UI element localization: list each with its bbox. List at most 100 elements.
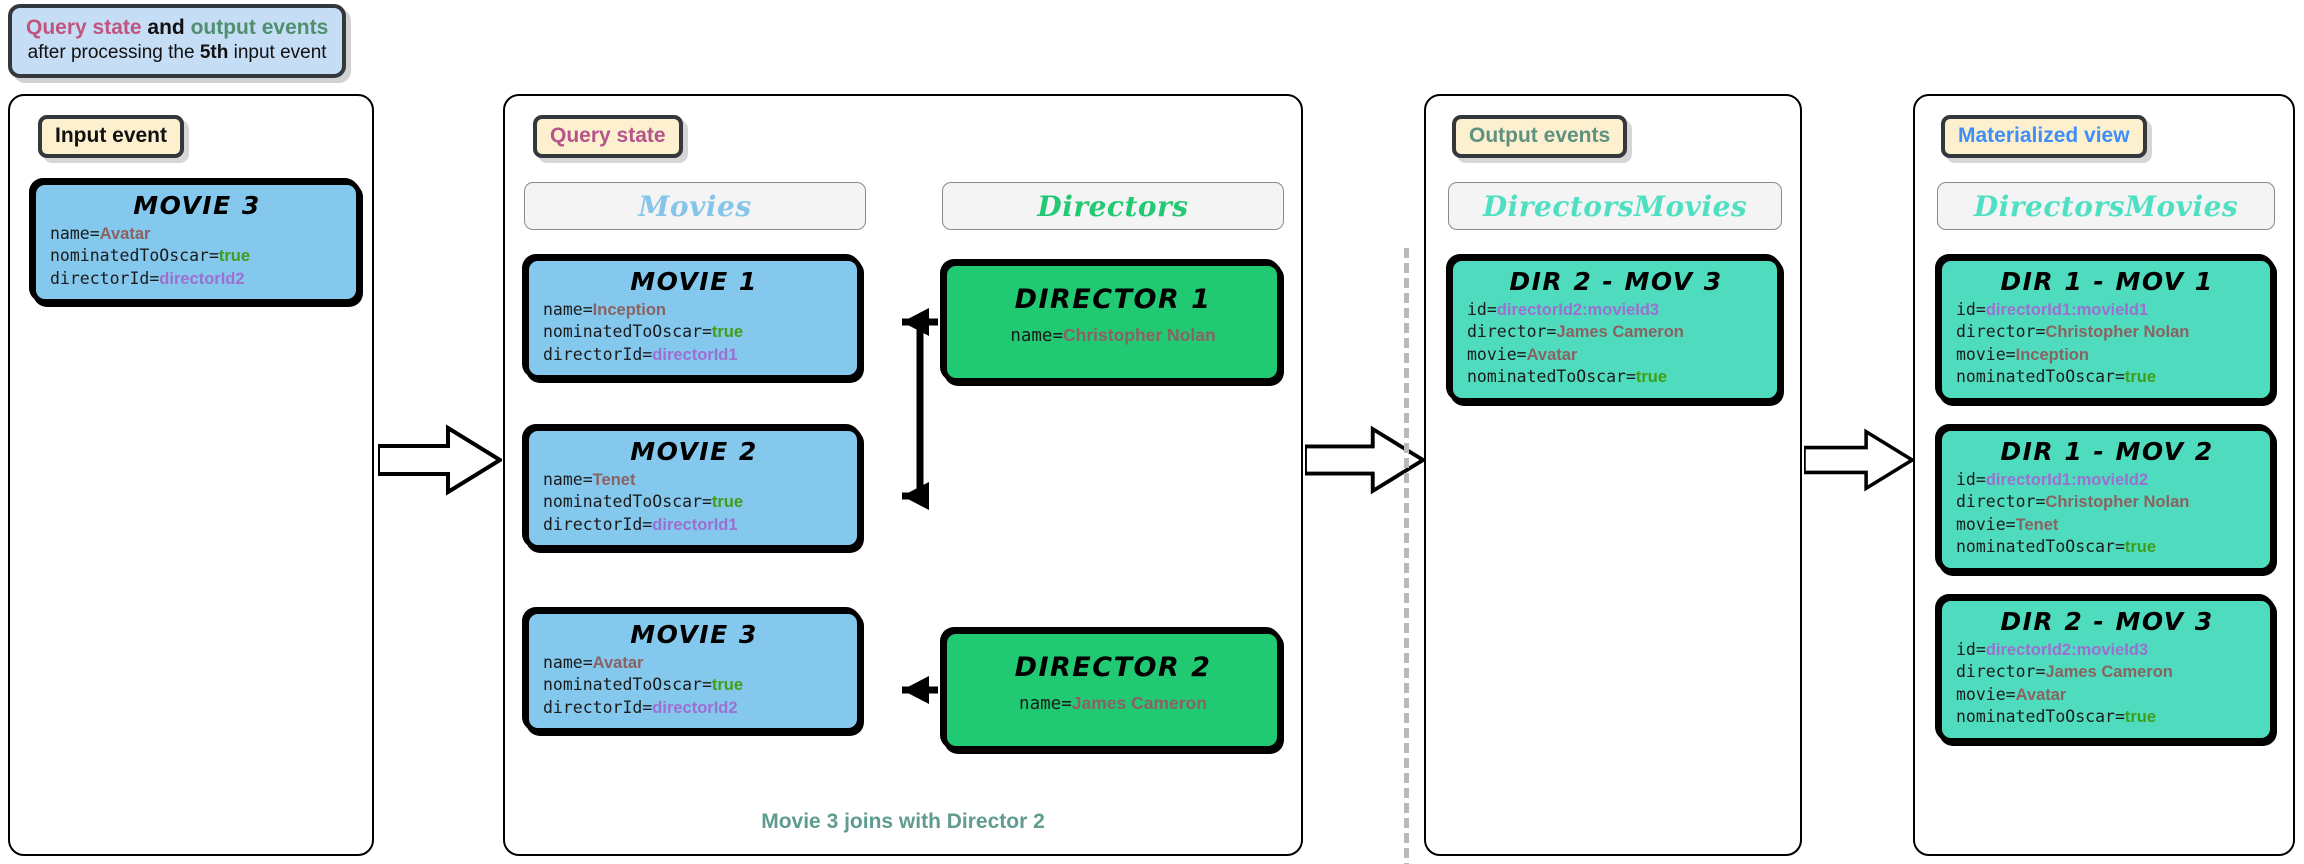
card-attribute-row: movie=Tenet xyxy=(1956,514,2258,537)
card-input-movie-3[interactable]: Movie 3 name=AvatarnominatedToOscar=true… xyxy=(31,180,361,305)
attribute-key: name= xyxy=(543,469,593,489)
arrow-output-to-matview xyxy=(1804,428,1914,492)
card-attributes: name=Christopher Nolan xyxy=(961,324,1265,349)
caption-line2-post: input event xyxy=(228,42,327,64)
card-title: Director 2 xyxy=(1014,652,1212,683)
card-attribute-row: name=Inception xyxy=(543,299,845,322)
card-attribute-row: name=Christopher Nolan xyxy=(961,324,1265,349)
attribute-value: true xyxy=(711,323,744,342)
card-attribute-row: director=Christopher Nolan xyxy=(1956,491,2258,514)
attribute-value: directorId1 xyxy=(652,345,738,364)
attribute-key: directorId= xyxy=(543,514,653,534)
card-attribute-row: nominatedToOscar=true xyxy=(1956,366,2258,389)
card-attribute-row: name=James Cameron xyxy=(961,692,1265,717)
caption-line2-pre: after processing the xyxy=(27,42,200,64)
attribute-key: nominatedToOscar= xyxy=(543,322,712,342)
card-attribute-row: director=James Cameron xyxy=(1467,321,1765,344)
attribute-value: directorId2 xyxy=(159,269,245,288)
attribute-key: movie= xyxy=(1956,684,2016,704)
attribute-value: true xyxy=(2124,708,2157,727)
card-dir1-mov2[interactable]: Dir 1 - Mov 2 id=directorId1:movieId2dir… xyxy=(1937,426,2275,573)
attribute-key: id= xyxy=(1467,299,1497,319)
card-attribute-row: directorId=directorId1 xyxy=(543,514,845,537)
badge-query-state: Query state xyxy=(533,115,683,158)
card-movie-3[interactable]: Movie 3 name=AvatarnominatedToOscar=true… xyxy=(524,609,862,734)
attribute-value: James Cameron xyxy=(1556,323,1684,342)
card-attribute-row: nominatedToOscar=true xyxy=(543,674,845,697)
arrow-input-to-query xyxy=(378,424,502,496)
card-title: Dir 2 - Mov 3 xyxy=(1509,267,1723,296)
attribute-value: true xyxy=(711,676,744,695)
card-attribute-row: id=directorId2:movieId3 xyxy=(1467,299,1765,322)
attribute-value: true xyxy=(2124,538,2157,557)
attribute-value: directorId1:movieId2 xyxy=(1985,470,2149,489)
attribute-key: nominatedToOscar= xyxy=(1956,537,2125,557)
caption-query-state: Query state xyxy=(26,16,142,39)
attribute-value: Tenet xyxy=(2015,515,2059,534)
attribute-value: Inception xyxy=(592,300,667,319)
caption-and: and xyxy=(141,16,191,39)
card-attribute-row: directorId=directorId2 xyxy=(50,268,344,291)
card-attribute-row: name=Avatar xyxy=(50,223,344,246)
card-attribute-row: nominatedToOscar=true xyxy=(1467,366,1765,389)
attribute-value: Inception xyxy=(2015,345,2089,364)
attribute-value: James Cameron xyxy=(2045,663,2173,682)
card-attribute-row: id=directorId2:movieId3 xyxy=(1956,639,2258,662)
card-dir2-mov3-output[interactable]: Dir 2 - Mov 3 id=directorId2:movieId3dir… xyxy=(1448,256,1782,403)
card-title: Movie 3 xyxy=(133,191,261,220)
panel-output-events: Output events DirectorsMovies Dir 2 - Mo… xyxy=(1424,94,1802,856)
attribute-key: nominatedToOscar= xyxy=(50,246,219,266)
card-attributes: name=James Cameron xyxy=(961,692,1265,717)
card-attribute-row: director=James Cameron xyxy=(1956,661,2258,684)
panel-query-state: Query state Movies Directors Movie 1 nam… xyxy=(503,94,1409,864)
attribute-key: directorId= xyxy=(543,344,653,364)
card-movie-2[interactable]: Movie 2 name=TenetnominatedToOscar=trued… xyxy=(524,426,862,551)
attribute-key: movie= xyxy=(1956,514,2016,534)
arrow-query-to-output xyxy=(1305,425,1425,495)
attribute-value: Avatar xyxy=(1526,345,1578,364)
card-attribute-row: id=directorId1:movieId2 xyxy=(1956,469,2258,492)
card-director-2[interactable]: Director 2 name=James Cameron xyxy=(942,629,1282,751)
attribute-key: nominatedToOscar= xyxy=(1956,707,2125,727)
attribute-key: nominatedToOscar= xyxy=(543,492,712,512)
card-title: Movie 2 xyxy=(630,437,758,466)
attribute-value: Avatar xyxy=(2015,685,2067,704)
attribute-key: nominatedToOscar= xyxy=(1467,367,1636,387)
attribute-value: directorId1 xyxy=(652,515,738,534)
attribute-key: nominatedToOscar= xyxy=(1956,367,2125,387)
attribute-key: id= xyxy=(1956,639,1986,659)
attribute-key: director= xyxy=(1956,322,2046,342)
card-attribute-row: movie=Avatar xyxy=(1467,344,1765,367)
card-title: Movie 3 xyxy=(630,620,758,649)
card-title: Dir 2 - Mov 3 xyxy=(2000,607,2214,636)
card-dir2-mov3-matview[interactable]: Dir 2 - Mov 3 id=directorId2:movieId3dir… xyxy=(1937,596,2275,743)
attribute-value: true xyxy=(2124,368,2157,387)
card-title: Director 1 xyxy=(1014,284,1212,315)
card-title: Movie 1 xyxy=(630,267,758,296)
attribute-value: directorId1:movieId1 xyxy=(1985,300,2149,319)
table-header-directors: Directors xyxy=(942,182,1284,230)
card-title: Dir 1 - Mov 1 xyxy=(2000,267,2214,296)
attribute-key: id= xyxy=(1956,299,1986,319)
card-attribute-row: nominatedToOscar=true xyxy=(543,321,845,344)
card-attribute-row: id=directorId1:movieId1 xyxy=(1956,299,2258,322)
caption-line-1: Query state and output events xyxy=(26,15,328,41)
attribute-key: movie= xyxy=(1956,344,2016,364)
card-attribute-row: directorId=directorId1 xyxy=(543,344,845,367)
card-attribute-row: name=Tenet xyxy=(543,469,845,492)
card-director-1[interactable]: Director 1 name=Christopher Nolan xyxy=(942,261,1282,383)
attribute-key: name= xyxy=(1019,693,1072,714)
attribute-key: name= xyxy=(543,299,593,319)
card-movie-1[interactable]: Movie 1 name=InceptionnominatedToOscar=t… xyxy=(524,256,862,381)
attribute-value: directorId2:movieId3 xyxy=(1496,300,1660,319)
card-attribute-row: nominatedToOscar=true xyxy=(1956,536,2258,559)
card-dir1-mov1[interactable]: Dir 1 - Mov 1 id=directorId1:movieId1dir… xyxy=(1937,256,2275,403)
attribute-key: director= xyxy=(1467,322,1557,342)
